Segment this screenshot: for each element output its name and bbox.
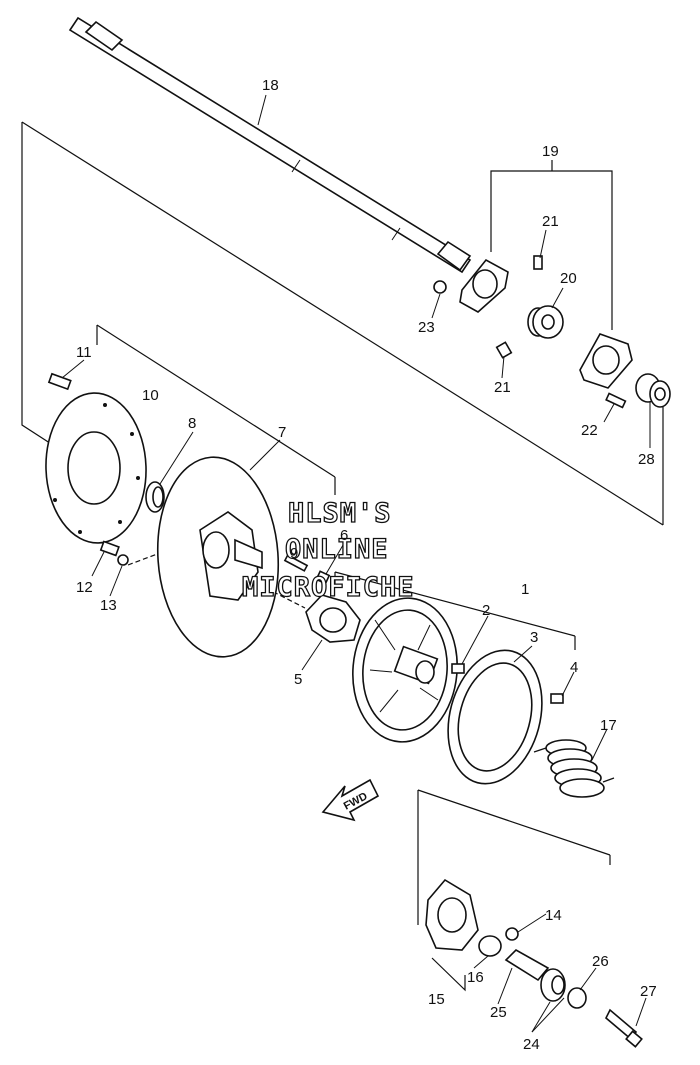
part-6-screw — [315, 570, 331, 585]
part-5-plate — [305, 594, 361, 643]
part-2-bolt — [451, 663, 465, 674]
part-28-seal — [635, 373, 671, 408]
part-16-bushing — [478, 935, 502, 957]
callout-labels: 18 19 21 20 23 21 22 28 11 10 8 7 9 6 12… — [76, 77, 657, 1053]
part-22-bolt — [605, 392, 627, 409]
callout-9: 9 — [290, 545, 298, 562]
part-7-fixed-sheave — [156, 456, 280, 658]
part-27-bolt — [605, 1008, 643, 1048]
callout-21-lower: 21 — [494, 379, 511, 396]
part-11-bolt — [47, 372, 72, 391]
callout-7: 7 — [278, 424, 286, 441]
callout-25: 25 — [490, 1004, 507, 1021]
part-17-spring — [533, 739, 615, 798]
part-25-sleeve — [504, 949, 550, 982]
part-20-bearing — [527, 305, 564, 339]
callout-22: 22 — [581, 422, 598, 439]
fwd-arrow: FWD — [321, 778, 380, 822]
callout-19: 19 — [542, 143, 559, 160]
callout-10: 10 — [142, 387, 159, 404]
callout-13: 13 — [100, 597, 117, 614]
callout-8: 8 — [188, 415, 196, 432]
callout-20: 20 — [560, 270, 577, 287]
callout-21-upper: 21 — [542, 213, 559, 230]
part-12-bolt — [99, 540, 120, 557]
callout-14: 14 — [545, 907, 562, 924]
watermark-line-1: HLSM'S — [288, 498, 392, 529]
callout-12: 12 — [76, 579, 93, 596]
callout-23: 23 — [418, 319, 435, 336]
watermark-line-3: MICROFICHE — [242, 572, 415, 603]
callout-2: 2 — [482, 602, 490, 619]
callout-27: 27 — [640, 983, 657, 1000]
part-8-spacer — [145, 481, 165, 513]
callout-24: 24 — [523, 1036, 540, 1053]
part-9-stud — [283, 554, 309, 572]
callout-1: 1 — [521, 581, 529, 598]
part-13-washer — [117, 554, 129, 566]
callout-3: 3 — [530, 629, 538, 646]
callout-16: 16 — [467, 969, 484, 986]
callout-15: 15 — [428, 991, 445, 1008]
watermark-line-2: ONLINE — [285, 534, 389, 565]
part-3-cover — [447, 649, 543, 785]
part-15-housing — [425, 878, 479, 951]
group-frame-lines — [21, 121, 664, 992]
watermark: HLSM'S ONLINE MICROFICHE — [241, 497, 415, 603]
callout-17: 17 — [600, 717, 617, 734]
callout-4: 4 — [570, 659, 578, 676]
callout-28: 28 — [638, 451, 655, 468]
part-14-nut — [505, 927, 519, 941]
part-26-washer — [567, 987, 587, 1009]
callout-26: 26 — [592, 953, 609, 970]
part-10-plate — [45, 392, 147, 544]
callout-5: 5 — [294, 671, 302, 688]
leader-lines — [61, 94, 651, 1033]
part-1-movable-sheave — [352, 597, 458, 743]
callout-6: 6 — [340, 527, 348, 544]
part-21-setscrew-lower — [495, 341, 513, 359]
part-18-shaft — [68, 16, 472, 274]
callout-11: 11 — [76, 344, 92, 361]
part-23-nut — [433, 280, 447, 294]
part-21-setscrew-upper — [533, 255, 543, 270]
part-19-flange-plate — [459, 258, 633, 389]
callout-18: 18 — [262, 77, 279, 94]
part-4-screw — [550, 693, 564, 704]
part-24-bushing — [540, 968, 566, 1002]
